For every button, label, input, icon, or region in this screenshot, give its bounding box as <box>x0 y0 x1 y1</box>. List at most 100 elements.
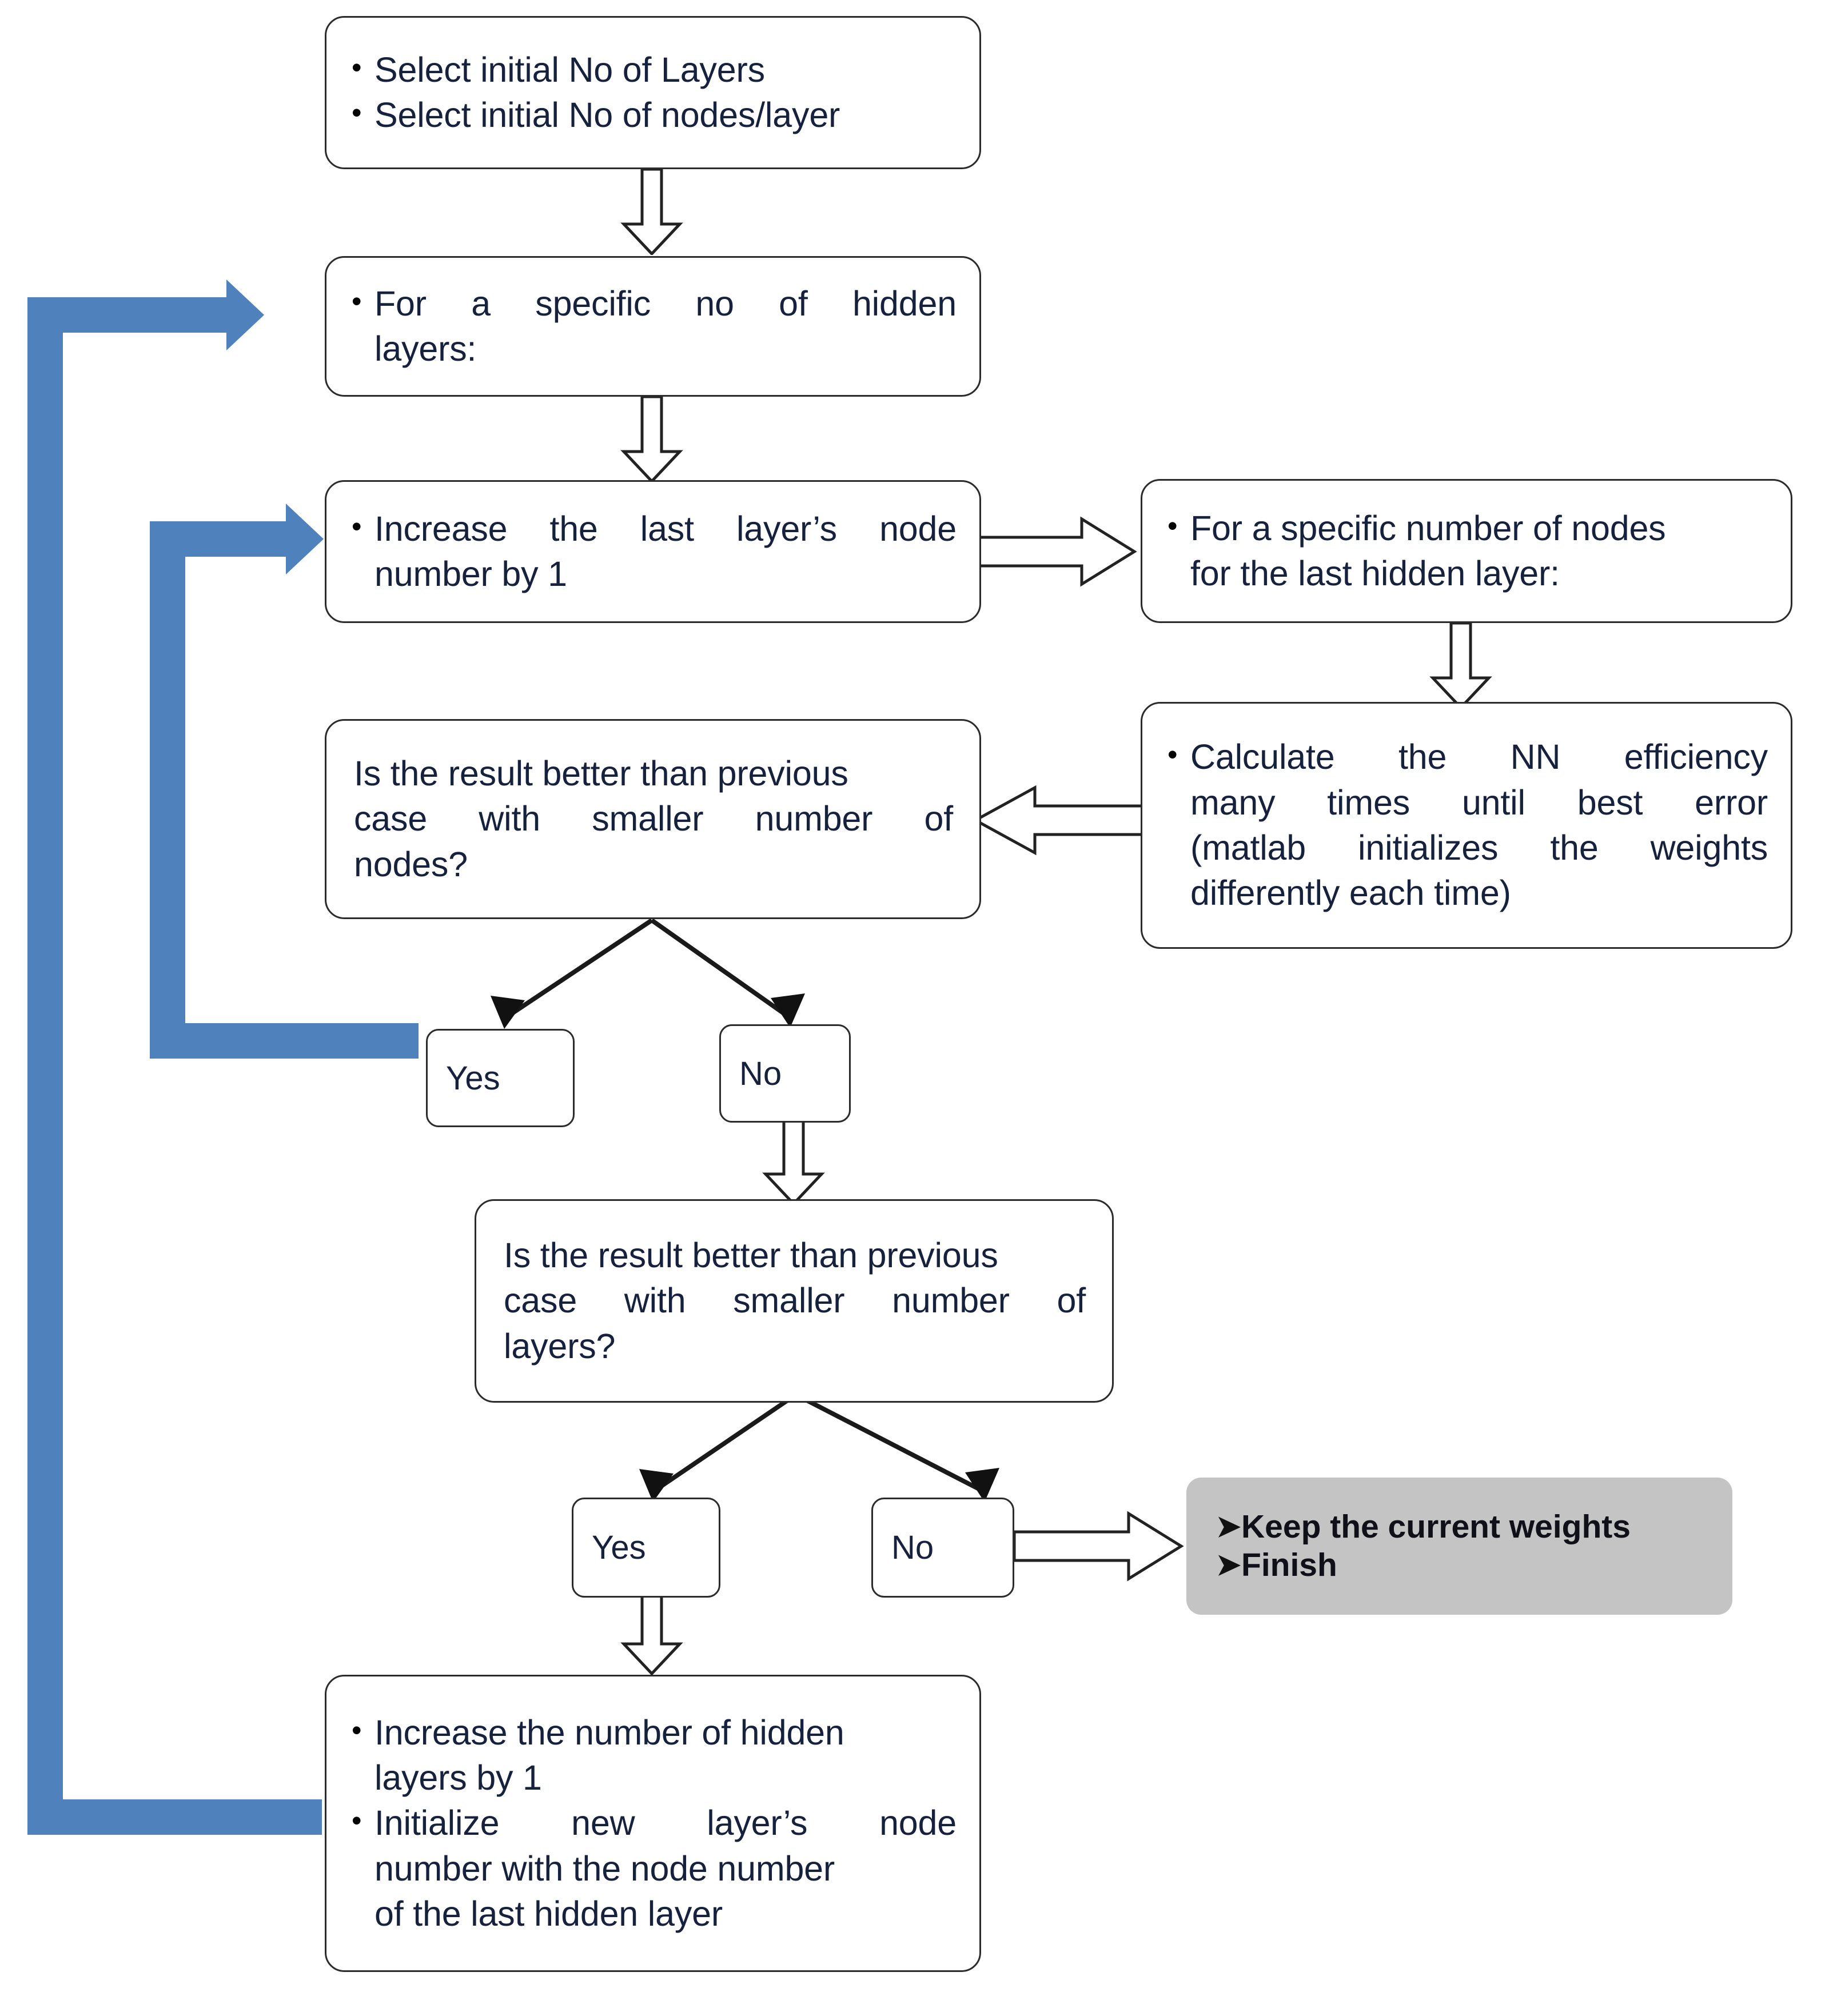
list-item: ➤ Finish <box>1216 1546 1715 1584</box>
calculate-body: • Calculate the NN efficiency many times… <box>1142 734 1791 916</box>
arrow-calculate-to-decision-nodes <box>972 783 1143 857</box>
word: last <box>640 509 694 548</box>
word: the <box>1550 828 1599 867</box>
branch-label-yes-nodes[interactable]: Yes <box>426 1029 575 1127</box>
arrow-hidden-layers-to-increase-nodes <box>620 397 683 482</box>
yes-label: Yes <box>446 1059 500 1097</box>
list-item-label: Increase the last layer’s node number by… <box>374 506 957 597</box>
word: times <box>1327 783 1410 822</box>
list-item-label: Keep the current weights <box>1241 1508 1631 1545</box>
justified-line: Is the result better than previous <box>354 751 953 796</box>
blue-loop-inner-arrowhead <box>286 504 324 574</box>
nodes-loop-body: • For a specific number of nodes for the… <box>1142 506 1791 597</box>
arrow-yes-layers-to-increase-layers <box>620 1589 683 1675</box>
text-line: For a specific number of nodes <box>1190 508 1666 548</box>
decision-layers-text: Is the result better than previous case … <box>504 1233 1086 1369</box>
blue-loop-outer-vertical <box>27 297 63 1835</box>
list-item: • Increase the number of hidden layers b… <box>352 1710 957 1801</box>
word: specific <box>535 284 651 323</box>
list-item-label: Select initial No of Layers <box>374 50 765 89</box>
word: a <box>471 284 491 323</box>
branch-lines-decision-layers <box>629 1392 1063 1509</box>
bullet-icon: • <box>352 285 362 317</box>
arrow-start-to-hidden-layers <box>620 169 683 255</box>
node-decision-smaller-layers[interactable]: Is the result better than previous case … <box>475 1199 1114 1403</box>
word: until <box>1461 783 1525 822</box>
word: hidden <box>852 284 957 323</box>
text-line: Is the result better than previous <box>504 1236 998 1275</box>
bullet-icon: • <box>1167 738 1178 771</box>
justified-line: For a specific no of hidden <box>374 281 957 326</box>
node-decision-smaller-nodes[interactable]: Is the result better than previous case … <box>325 719 981 919</box>
blue-loop-inner-bottom <box>150 1023 419 1059</box>
word: initializes <box>1358 828 1499 867</box>
node-finish-terminal[interactable]: ➤ Keep the current weights ➤ Finish <box>1186 1478 1732 1615</box>
branch-label-yes-layers[interactable]: Yes <box>572 1498 720 1598</box>
arrow-no-layers-to-finish <box>1014 1509 1186 1583</box>
word: smaller <box>592 799 704 839</box>
list-item-label: For a specific no of hidden layers: <box>374 281 957 372</box>
blue-loop-inner-vertical <box>150 521 185 1053</box>
word: (matlab <box>1190 828 1306 867</box>
word: best <box>1577 783 1643 822</box>
word: node <box>879 1803 957 1843</box>
list-item-label: Increase the number of hidden layers by … <box>374 1710 957 1801</box>
word: Initialize <box>374 1803 500 1843</box>
node-increase-hidden-layers[interactable]: • Increase the number of hidden layers b… <box>325 1675 981 1972</box>
list-item-label: Select initial No of nodes/layer <box>374 95 840 134</box>
branch-label-no-layers[interactable]: No <box>871 1498 1014 1598</box>
word: the <box>1398 737 1447 777</box>
initial-selection-body: • Select initial No of Layers • Select i… <box>326 47 979 138</box>
text-line: layers by 1 <box>374 1758 542 1798</box>
yes-label: Yes <box>592 1529 646 1566</box>
hidden-layers-body: • For a specific no of hidden layers: <box>326 281 979 372</box>
word: case <box>504 1281 577 1320</box>
text-line: layers? <box>504 1326 616 1366</box>
word: Calculate <box>1190 737 1335 777</box>
list-item: • For a specific number of nodes for the… <box>1167 506 1768 597</box>
bullet-icon: • <box>1167 509 1178 542</box>
list-item-label: Finish <box>1241 1547 1337 1583</box>
no-label: No <box>891 1529 934 1566</box>
word: NN <box>1510 737 1561 777</box>
blue-loop-outer-bottom <box>27 1799 322 1835</box>
word: number by 1 <box>374 554 567 593</box>
word: For <box>374 284 427 323</box>
decision-layers-body: Is the result better than previous case … <box>476 1233 1112 1369</box>
word: many <box>1190 783 1276 822</box>
arrow-increase-nodes-to-nodes-loop <box>979 514 1139 589</box>
blue-loop-outer-arrowhead <box>226 280 264 350</box>
no-label: No <box>739 1055 782 1092</box>
bullet-icon: • <box>352 51 362 83</box>
node-for-specific-hidden-layers[interactable]: • For a specific no of hidden layers: <box>325 256 981 397</box>
justified-line: many times until best error <box>1190 780 1768 825</box>
bullet-icon: • <box>352 510 362 542</box>
list-item-label: For a specific number of nodes for the l… <box>1190 506 1768 597</box>
justified-line: number by 1 <box>374 552 957 597</box>
word: number <box>755 799 873 839</box>
justified-line: case with smaller number of <box>504 1278 1086 1323</box>
word: efficiency <box>1624 737 1768 777</box>
text-line: Increase the number of hidden <box>374 1712 844 1752</box>
node-for-specific-number-of-nodes[interactable]: • For a specific number of nodes for the… <box>1141 479 1792 623</box>
word: new <box>571 1803 635 1843</box>
word: of <box>924 799 954 839</box>
justified-line: number with the node number <box>374 1846 957 1891</box>
branch-label-no-nodes[interactable]: No <box>719 1024 851 1123</box>
finish-body: ➤ Keep the current weights ➤ Finish <box>1186 1508 1732 1585</box>
word: layer’s <box>736 509 837 548</box>
justified-line: case with smaller number of <box>354 796 953 841</box>
node-increase-last-layer-node[interactable]: • Increase the last layer’s node number … <box>325 480 981 623</box>
branch-lines-decision-nodes <box>435 918 858 1035</box>
justified-line: Initialize new layer’s node <box>374 1801 957 1846</box>
word: error <box>1695 783 1768 822</box>
word: with <box>479 799 540 839</box>
list-item: • Calculate the NN efficiency many times… <box>1167 734 1768 916</box>
justified-line: Is the result better than previous <box>504 1233 1086 1278</box>
arrow-nodes-loop-to-calculate <box>1429 623 1492 709</box>
justified-line: (matlab initializes the weights <box>1190 825 1768 871</box>
text-line: for the last hidden layer: <box>1190 554 1560 593</box>
node-calculate-nn-efficiency[interactable]: • Calculate the NN efficiency many times… <box>1141 702 1792 949</box>
node-initial-selection[interactable]: • Select initial No of Layers • Select i… <box>325 16 981 169</box>
